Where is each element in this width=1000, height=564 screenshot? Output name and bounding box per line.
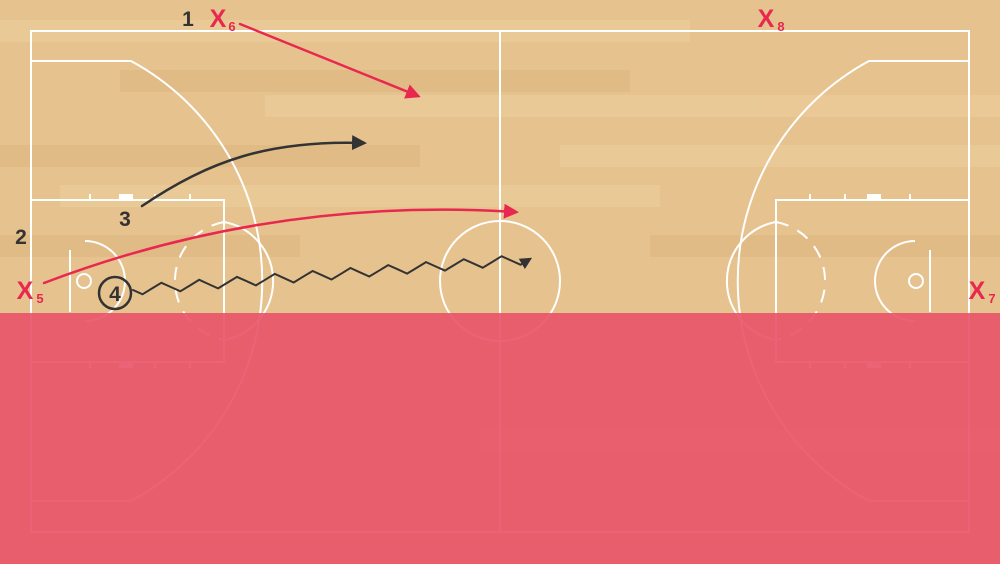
defense-player-5: 5 <box>36 291 43 306</box>
right-rim <box>908 273 924 289</box>
x6-movement-arrow <box>238 22 421 99</box>
offense-player-4: 4 <box>109 283 121 306</box>
ball-handler-circle <box>97 275 133 311</box>
defense-player-8: 8 <box>777 19 784 34</box>
defense-player-6: 6 <box>228 19 235 34</box>
defense-x-mark-5: X <box>17 277 34 305</box>
defense-players: X 6 X 8 X 5 X 7 <box>17 5 996 306</box>
movement-paths <box>42 22 533 296</box>
defense-player-7: 7 <box>988 291 995 306</box>
offense-players: 1 2 3 4 <box>15 8 194 311</box>
offense-player-1: 1 <box>182 8 194 31</box>
defense-x-mark-6: X <box>210 5 227 33</box>
defense-x-mark-8: X <box>758 5 775 33</box>
player4-dribble-arrow <box>132 255 533 296</box>
defense-x-mark-7: X <box>969 277 986 305</box>
offense-player-3: 3 <box>119 208 131 231</box>
x5-movement-arrow <box>42 203 519 285</box>
offense-player-2: 2 <box>15 226 27 249</box>
pink-overlay <box>0 313 1000 564</box>
left-rim <box>76 273 92 289</box>
player3-cut-arrow <box>140 135 367 208</box>
